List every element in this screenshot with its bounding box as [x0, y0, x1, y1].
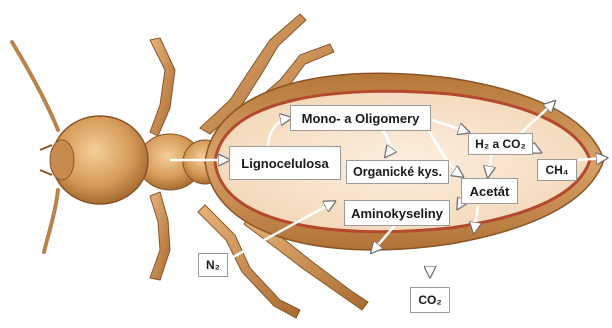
antennae: [12, 42, 58, 252]
label-acetate: Acetát: [461, 178, 518, 204]
label-organic-acids: Organické kys.: [346, 160, 449, 184]
label-lignocellulose: Lignocelulosa: [229, 146, 341, 180]
antenna-lower: [44, 190, 58, 252]
label-ch4: CH₄: [537, 159, 577, 181]
label-amino-acids: Aminokyseliny: [344, 200, 450, 226]
label-n2: N₂: [198, 253, 228, 277]
label-co2: CO₂: [410, 287, 450, 313]
label-mono-oligomers: Mono- a Oligomery: [290, 105, 431, 131]
leg-lower-front: [150, 192, 170, 280]
leg-upper-front: [150, 38, 175, 136]
label-h2-co2: H₂ a CO₂: [468, 133, 533, 155]
antenna-upper: [12, 42, 58, 130]
